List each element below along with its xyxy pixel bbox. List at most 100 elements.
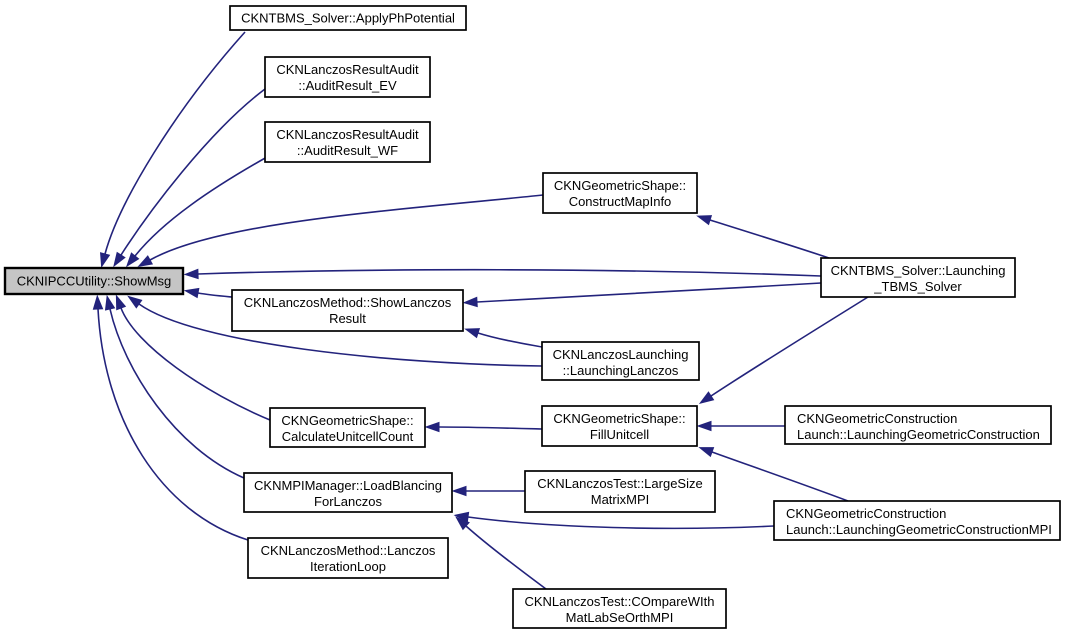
edge-launching-tbms-solver-to-show-msg [183, 268, 822, 280]
node-label-line: MatLabSeOrthMPI [566, 610, 674, 625]
edge-arrowhead [92, 294, 104, 310]
node-box[interactable] [542, 172, 698, 214]
node-label-line: _TBMS_Solver [873, 279, 962, 294]
edge-arrowhead [183, 287, 200, 299]
node-label-line: CKNLanczosMethod::Lanczos [261, 543, 436, 558]
edge-arrowhead [696, 215, 713, 226]
edge-calculate-unitcell-count-to-show-msg [115, 294, 271, 421]
edge-line [197, 268, 822, 277]
node-label-line: ForLanczos [314, 494, 382, 509]
edge-lanczos-iteration-loop-to-show-msg [92, 294, 249, 541]
node-label-line: ::AuditResult_EV [298, 78, 397, 93]
node-label-line: CKNGeometricShape:: [553, 411, 685, 426]
node-box[interactable] [264, 121, 431, 163]
node-label-line: CKNTBMS_Solver::ApplyPhPotential [241, 11, 455, 26]
edge-load-blancing-for-lanczos-to-show-msg [104, 294, 245, 479]
edge-launching-geometric-construction-to-fill-unitcell [696, 420, 785, 432]
edge-launching-tbms-solver-to-show-lanczos-result [462, 282, 822, 308]
edge-line [438, 426, 543, 430]
edge-arrowhead [464, 328, 481, 339]
node-label-line: MatrixMPI [591, 492, 650, 507]
edge-arrowhead [698, 391, 715, 404]
edge-line [120, 307, 271, 421]
node-label-line: ::LaunchingLanczos [563, 363, 679, 378]
edge-arrowhead [183, 268, 199, 280]
node-construct-map-info[interactable]: CKNGeometricShape::ConstructMapInfo [542, 172, 698, 214]
node-box[interactable] [231, 289, 464, 332]
edge-audit-result-wf-to-show-msg [125, 156, 268, 268]
node-show-msg[interactable]: CKNIPCCUtility::ShowMsg [3, 266, 185, 296]
node-launching-geometric-construction[interactable]: CKNGeometricConstructionLaunch::Launchin… [784, 405, 1052, 445]
node-fill-unitcell[interactable]: CKNGeometricShape::FillUnitcell [541, 405, 698, 447]
node-label-line: CKNMPIManager::LoadBlancing [254, 478, 442, 493]
node-box[interactable] [269, 407, 426, 448]
node-label-line: IterationLoop [310, 559, 386, 574]
node-audit-result-ev[interactable]: CKNLanczosResultAudit::AuditResult_EV [264, 56, 431, 98]
edge-line [134, 156, 268, 257]
node-label-line: FillUnitcell [590, 427, 649, 442]
edge-line [197, 292, 233, 298]
node-label-line: CKNIPCCUtility::ShowMsg [17, 274, 172, 289]
node-label-line: CKNGeometricConstruction [797, 411, 957, 426]
node-compare-with-matlab-seorth-mpi[interactable]: CKNLanczosTest::COmpareWIthMatLabSeOrthM… [512, 588, 727, 629]
node-label-line: CKNLanczosResultAudit [276, 127, 419, 142]
edge-line [120, 88, 266, 256]
edge-line [97, 308, 249, 541]
node-box[interactable] [524, 470, 716, 513]
node-apply-ph-potential[interactable]: CKNTBMS_Solver::ApplyPhPotential [229, 5, 467, 31]
node-label-line: Result [329, 311, 366, 326]
edge-arrowhead [696, 420, 712, 432]
node-label-line: CKNLanczosResultAudit [276, 62, 419, 77]
edge-launching-lanczos-to-show-msg [127, 295, 543, 367]
node-box[interactable] [229, 5, 467, 31]
edge-launching-tbms-solver-to-construct-map-info [696, 215, 830, 259]
node-launching-tbms-solver[interactable]: CKNTBMS_Solver::Launching_TBMS_Solver [820, 257, 1016, 298]
node-label-line: CKNGeometricConstruction [786, 506, 946, 521]
node-box[interactable] [541, 341, 700, 381]
node-label-line: CKNLanczosTest::COmpareWIth [524, 594, 714, 609]
node-box[interactable] [3, 266, 185, 296]
node-box[interactable] [247, 537, 449, 579]
edge-arrowhead [453, 511, 470, 523]
node-launching-geometric-construction-mpi[interactable]: CKNGeometricConstructionLaunch::Launchin… [773, 500, 1061, 541]
node-label-line: Launch::LaunchingGeometricConstructionMP… [786, 522, 1052, 537]
edge-line [138, 303, 543, 367]
node-box[interactable] [784, 405, 1052, 445]
edge-compare-with-matlab-seorth-mpi-to-load-blancing-for-lanczos [455, 516, 547, 590]
edge-launching-geometric-construction-mpi-to-fill-unitcell [698, 447, 849, 502]
node-box[interactable] [243, 472, 453, 513]
edge-show-lanczos-result-to-show-msg [183, 287, 233, 299]
node-box[interactable] [541, 405, 698, 447]
edge-launching-lanczos-to-show-lanczos-result [464, 328, 543, 348]
node-label-line: CKNGeometricShape:: [554, 178, 686, 193]
edge-line [476, 282, 822, 303]
node-box[interactable] [264, 56, 431, 98]
edge-arrowhead [104, 294, 116, 311]
node-launching-lanczos[interactable]: CKNLanczosLaunching::LaunchingLanczos [541, 341, 700, 381]
node-box[interactable] [773, 500, 1061, 541]
node-label-line: CKNGeometricShape:: [281, 413, 413, 428]
edge-line [709, 219, 830, 259]
edge-launching-geometric-construction-mpi-to-load-blancing-for-lanczos [453, 511, 775, 530]
edge-line [467, 516, 775, 530]
edge-line [477, 332, 543, 348]
edge-line [710, 296, 869, 397]
edge-audit-result-ev-to-show-msg [113, 88, 266, 268]
edge-arrowhead [424, 421, 440, 433]
edge-arrowhead [127, 295, 143, 309]
edge-line [149, 194, 544, 261]
edge-fill-unitcell-to-calculate-unitcell-count [424, 421, 543, 433]
node-box[interactable] [512, 588, 727, 629]
edge-line [465, 525, 547, 590]
edge-large-size-matrix-mpi-to-load-blancing-for-lanczos [451, 485, 526, 497]
edge-arrowhead [698, 447, 715, 458]
node-audit-result-wf[interactable]: CKNLanczosResultAudit::AuditResult_WF [264, 121, 431, 163]
node-box[interactable] [820, 257, 1016, 298]
edge-construct-map-info-to-show-msg [137, 194, 544, 268]
node-calculate-unitcell-count[interactable]: CKNGeometricShape::CalculateUnitcellCoun… [269, 407, 426, 448]
